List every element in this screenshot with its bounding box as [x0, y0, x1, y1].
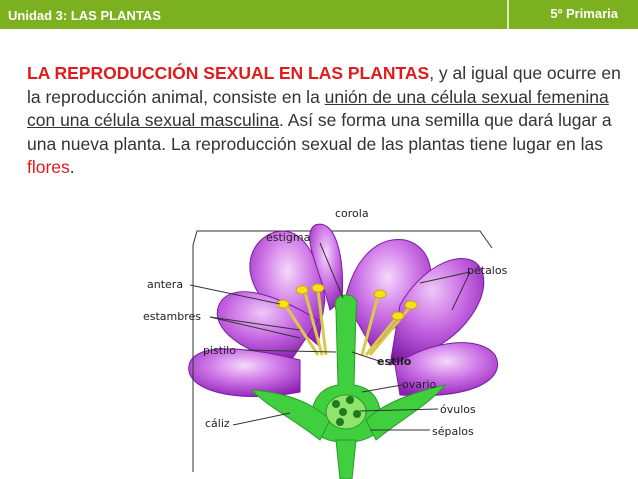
petal-right	[389, 258, 485, 366]
stem	[335, 439, 357, 479]
filament-1	[283, 304, 320, 356]
header-bar: Unidad 3: LAS PLANTAS 5º Primaria	[0, 0, 638, 29]
ovule-3	[339, 408, 347, 416]
label-estilo: estilo	[377, 355, 412, 368]
ovule-4	[353, 410, 361, 418]
section-title: LA REPRODUCCIÓN SEXUAL EN LAS PLANTAS	[27, 63, 430, 83]
anther-5	[391, 311, 405, 321]
anther-2	[295, 285, 309, 295]
label-corola: corola	[335, 207, 369, 220]
text-part-2: . Así se forma una semilla que dará luga…	[27, 110, 612, 154]
filament-6	[368, 305, 413, 356]
ovule-1	[332, 400, 340, 408]
label-estigma: estigma	[266, 231, 310, 244]
underlined-definition: unión de una célula sexual femenina con …	[27, 86, 609, 131]
label-antera: antera	[147, 278, 183, 291]
sepal-left	[250, 389, 331, 441]
label-caliz: cáliz	[205, 417, 230, 430]
anther-4	[373, 289, 387, 299]
label-ovario: ovario	[402, 378, 437, 391]
filament-3	[316, 289, 328, 356]
anther-6	[404, 300, 418, 310]
label-petalos: pétalos	[467, 264, 508, 277]
label-pistilo: pistilo	[203, 344, 236, 357]
label-sepalos: sépalos	[432, 425, 474, 438]
petal-center-left	[309, 223, 343, 311]
body-paragraph: LA REPRODUCCIÓN SEXUAL EN LAS PLANTAS, y…	[27, 62, 627, 180]
text-end: .	[69, 157, 75, 177]
ovule-5	[336, 418, 344, 426]
petal-lower-left	[188, 348, 301, 397]
label-estambres: estambres	[143, 310, 201, 323]
grade-label: 5º Primaria	[550, 6, 618, 21]
anther-1	[276, 299, 290, 309]
filament-4	[360, 295, 380, 356]
flowers-word: flores	[27, 157, 70, 177]
filament-5	[364, 315, 400, 356]
label-ovulos: óvulos	[440, 403, 476, 416]
petal-lower-right	[394, 342, 498, 397]
corola-bracket	[192, 230, 493, 249]
unit-title: Unidad 3: LAS PLANTAS	[8, 8, 161, 23]
anther-3	[311, 283, 325, 293]
header-divider	[507, 0, 509, 29]
text-part-1: , y al igual que ocurre en la reproducci…	[27, 63, 621, 107]
ovule-2	[346, 396, 354, 404]
filament-2	[303, 291, 324, 356]
